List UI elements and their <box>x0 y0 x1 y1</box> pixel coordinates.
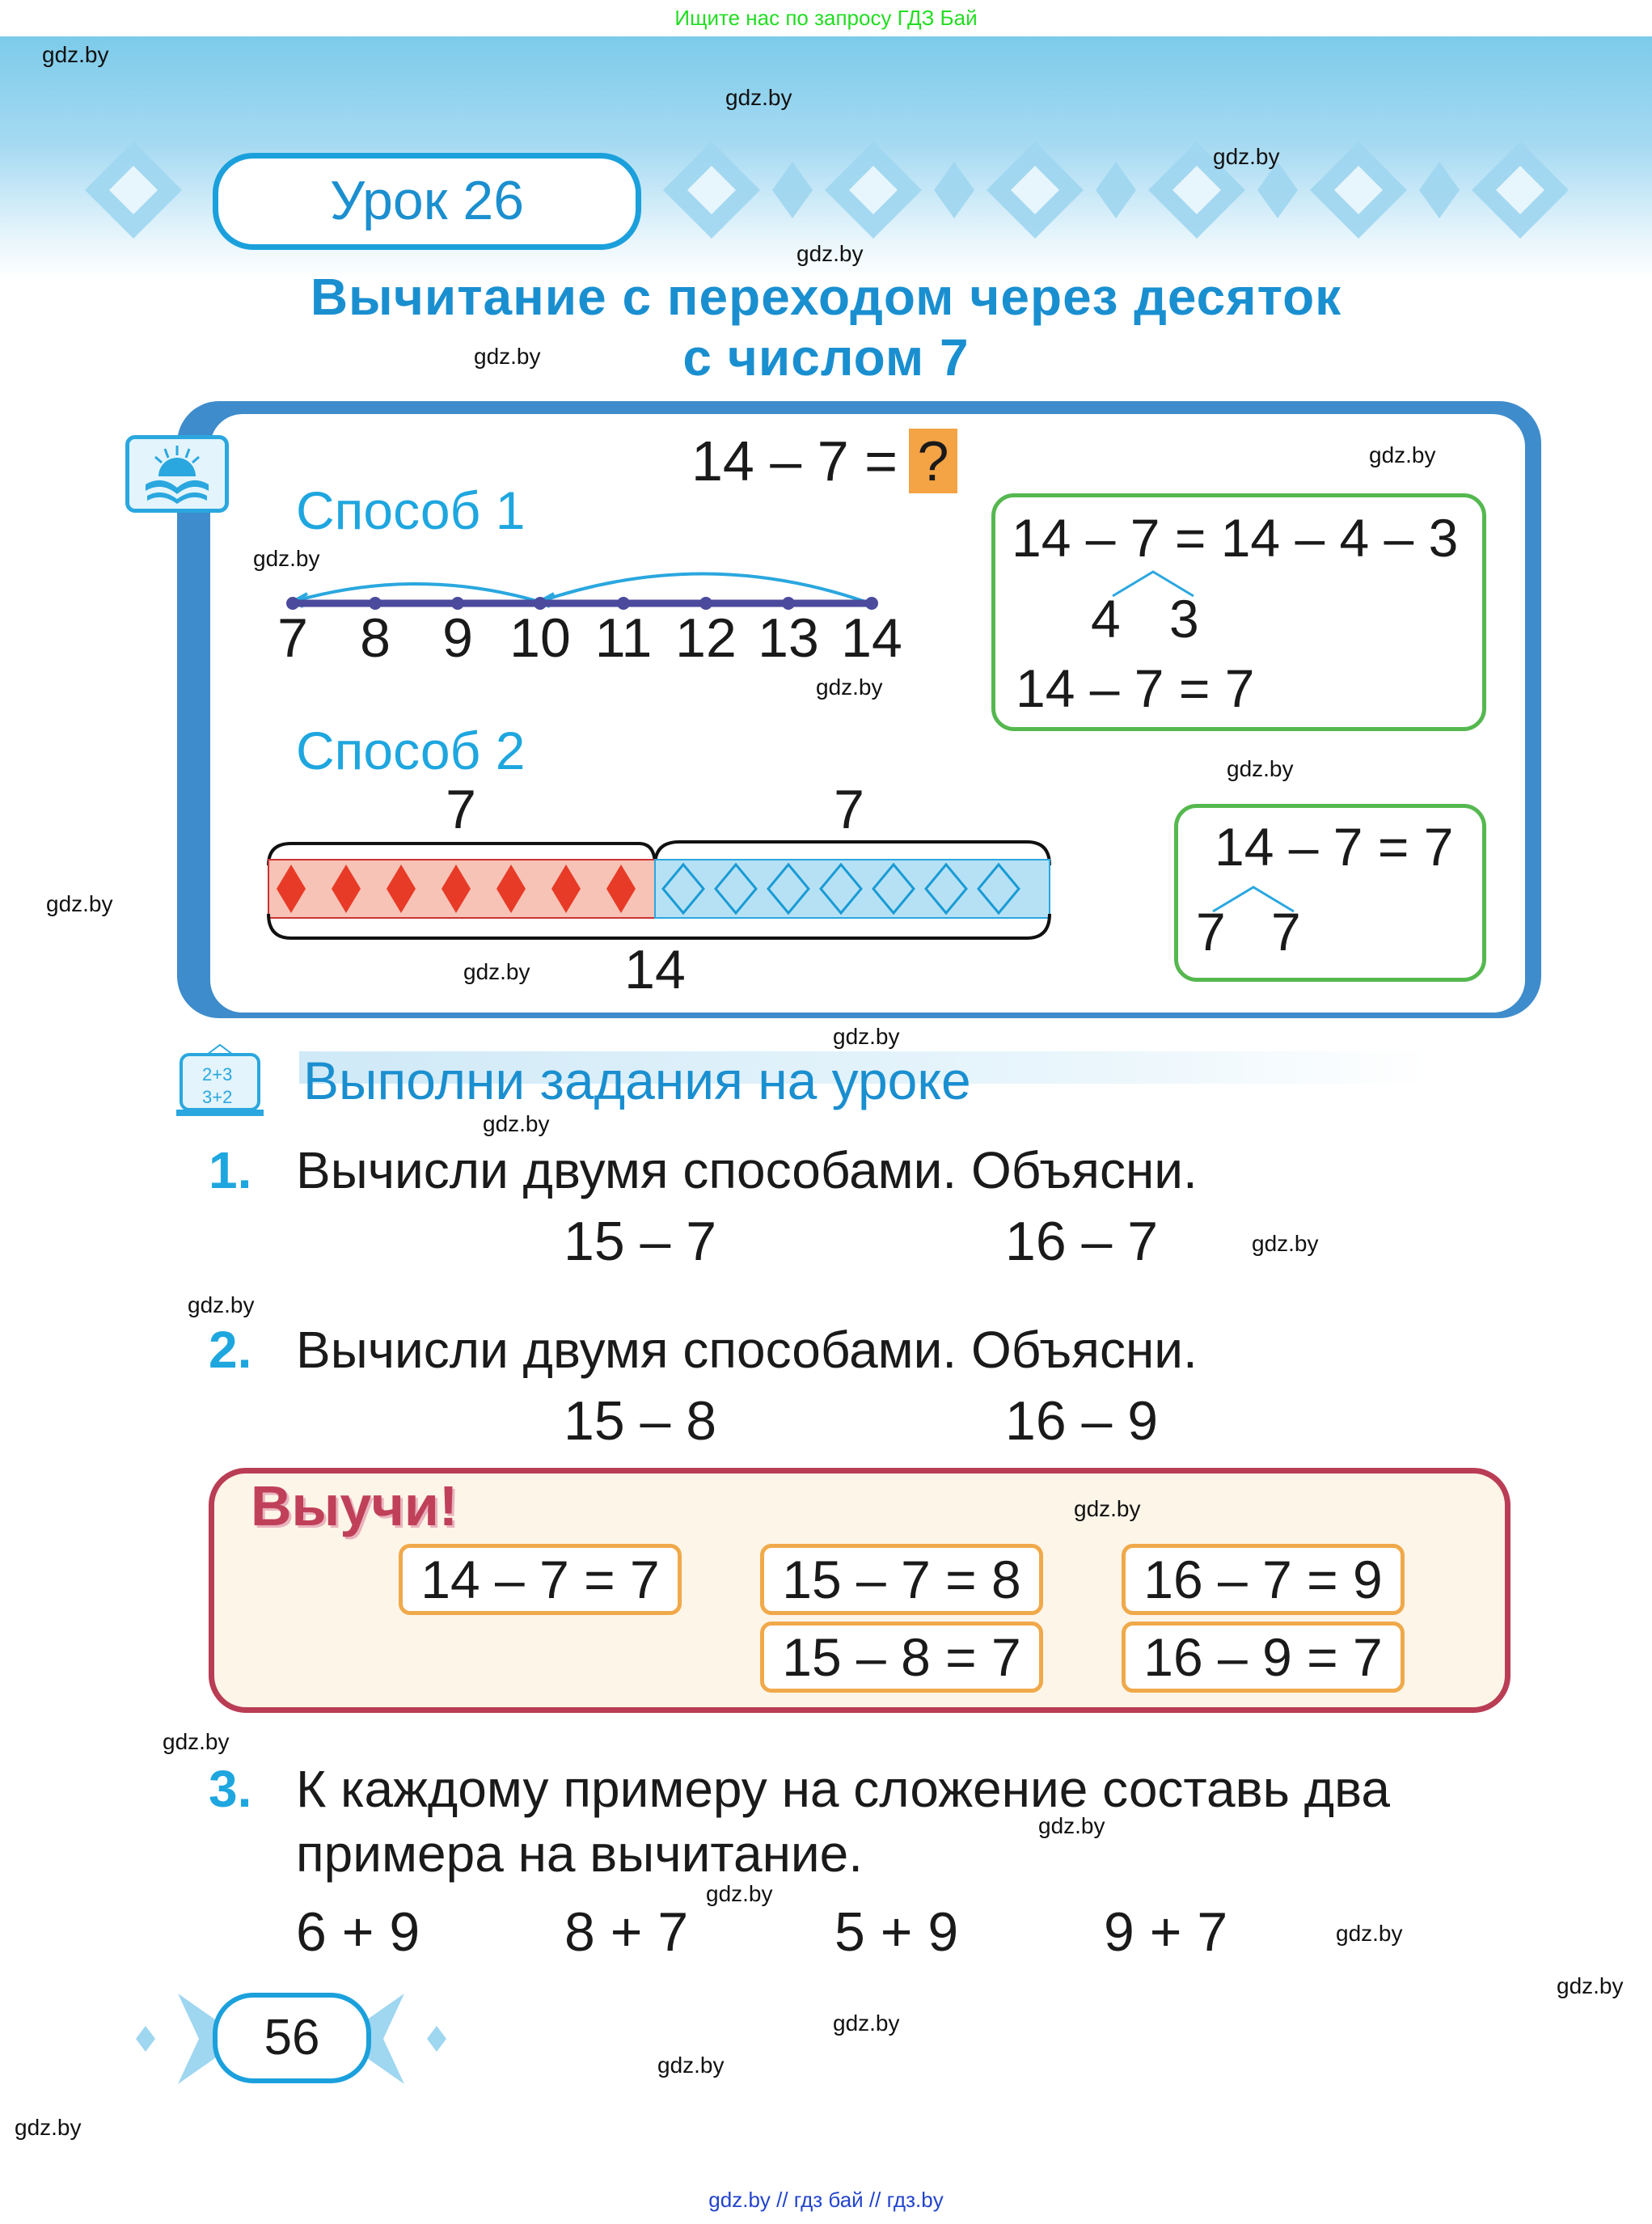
right-part-label: 7 <box>834 779 864 840</box>
method1-label: Способ 1 <box>296 480 526 540</box>
example-equation: 14 – 7 =? <box>691 429 957 493</box>
example-expression: 14 – 7 = <box>691 429 898 493</box>
task-3-expr: 8 + 7 <box>564 1901 689 1963</box>
split-left: 4 <box>1091 589 1121 649</box>
task-2-expr: 16 – 9 <box>1005 1390 1159 1452</box>
number-line-tick: 11 <box>594 607 653 669</box>
section-title: Выполни задания на уроке <box>303 1051 971 1110</box>
watermark: gdz.by <box>15 2115 82 2140</box>
lesson-number-badge: Урок 26 <box>213 153 641 250</box>
task-1-expr: 16 – 7 <box>1005 1211 1159 1272</box>
watermark: gdz.by <box>706 1881 773 1906</box>
page-number: 56 <box>213 1993 371 2083</box>
task-1-text: Вычисли двумя способами. Объясни. <box>296 1141 1198 1199</box>
watermark: gdz.by <box>1336 1921 1403 1946</box>
page-ornament-icon <box>136 1994 446 2084</box>
number-line-tick: 10 <box>509 607 571 669</box>
watermark: gdz.by <box>163 1729 230 1754</box>
learn-card: 16 – 7 = 9 <box>1122 1544 1405 1615</box>
learn-card: 15 – 8 = 7 <box>760 1621 1043 1693</box>
task-3-expr: 6 + 9 <box>296 1901 420 1963</box>
method1-result: 14 – 7 = 7 <box>1016 658 1255 718</box>
number-line-icon <box>286 572 878 610</box>
task-3-number: 3. <box>209 1760 252 1818</box>
watermark: gdz.by <box>253 546 320 571</box>
search-hint-banner: Ищите нас по запросу ГДЗ Бай <box>0 0 1652 36</box>
watermark: gdz.by <box>1038 1813 1105 1838</box>
watermark: gdz.by <box>725 85 792 110</box>
footer-links[interactable]: gdz.by // гдз бай // гдз.by <box>708 2188 944 2212</box>
task-3-expr: 5 + 9 <box>834 1901 959 1963</box>
task-3-text-line1: К каждому примеру на сложение составь дв… <box>296 1760 1390 1818</box>
unknown-answer-box: ? <box>908 429 957 493</box>
learn-card: 14 – 7 = 7 <box>399 1544 682 1615</box>
watermark: gdz.by <box>657 2053 725 2078</box>
chalkboard-bottom: 3+2 <box>202 1087 233 1107</box>
learn-card: 16 – 9 = 7 <box>1122 1621 1405 1693</box>
split-branch-icon <box>1112 570 1194 598</box>
chalkboard-icon: 2+3 3+2 <box>175 1043 265 1118</box>
learn-title: Выучи! <box>251 1474 458 1537</box>
split-branch-icon <box>1212 886 1295 913</box>
number-line-tick: 14 <box>841 607 902 669</box>
task-1-number: 1. <box>209 1141 252 1199</box>
section-band <box>299 1051 1431 1084</box>
watermark: gdz.by <box>463 959 530 984</box>
task-2-expr: 15 – 8 <box>564 1390 717 1452</box>
ornament-strips-icon <box>267 840 1051 940</box>
watermark: gdz.by <box>1557 1973 1624 1998</box>
whole-label: 14 <box>624 939 686 1000</box>
watermark: gdz.by <box>796 241 864 266</box>
page-title-line1: Вычитание с переходом через десяток <box>310 268 1342 326</box>
number-line-tick: 12 <box>675 607 737 669</box>
watermark: gdz.by <box>188 1292 255 1317</box>
task-2-number: 2. <box>209 1321 252 1379</box>
method2-solution-box: 14 – 7 = 7 7 7 <box>1174 804 1486 982</box>
number-line-tick: 9 <box>442 607 473 669</box>
page-title-line2: с числом 7 <box>682 328 970 387</box>
left-part-label: 7 <box>446 779 476 840</box>
watermark: gdz.by <box>1074 1496 1141 1521</box>
number-line-tick: 7 <box>277 607 308 669</box>
watermark: gdz.by <box>1213 144 1280 169</box>
watermark: gdz.by <box>1369 442 1436 467</box>
watermark: gdz.by <box>1227 756 1294 781</box>
split-left: 7 <box>1196 902 1226 962</box>
watermark: gdz.by <box>833 1024 900 1049</box>
task-2-text: Вычисли двумя способами. Объясни. <box>296 1321 1198 1379</box>
ornament-band-icon <box>85 142 1569 239</box>
task-3-expr: 9 + 7 <box>1104 1901 1228 1963</box>
method1-solution-box: 14 – 7 = 14 – 4 – 3 4 3 14 – 7 = 7 <box>991 493 1486 731</box>
watermark: gdz.by <box>46 891 113 916</box>
method1-line1: 14 – 7 = 14 – 4 – 3 <box>1012 508 1459 568</box>
book-sun-icon <box>125 435 229 513</box>
number-line-tick: 8 <box>360 607 391 669</box>
chalkboard-top: 2+3 <box>202 1064 233 1085</box>
task-1-expr: 15 – 7 <box>564 1211 717 1272</box>
task-3-text-line2: примера на вычитание. <box>296 1824 864 1883</box>
watermark: gdz.by <box>833 2010 900 2036</box>
watermark: gdz.by <box>474 344 541 369</box>
watermark: gdz.by <box>483 1111 550 1136</box>
method2-line1: 14 – 7 = 7 <box>1215 817 1454 877</box>
method2-label: Способ 2 <box>296 721 526 780</box>
learn-card: 15 – 7 = 8 <box>760 1544 1043 1615</box>
split-right: 7 <box>1271 902 1301 962</box>
watermark: gdz.by <box>42 42 109 67</box>
number-line-tick: 13 <box>758 607 819 669</box>
watermark: gdz.by <box>1252 1231 1319 1256</box>
split-right: 3 <box>1169 589 1199 649</box>
watermark: gdz.by <box>816 674 883 700</box>
